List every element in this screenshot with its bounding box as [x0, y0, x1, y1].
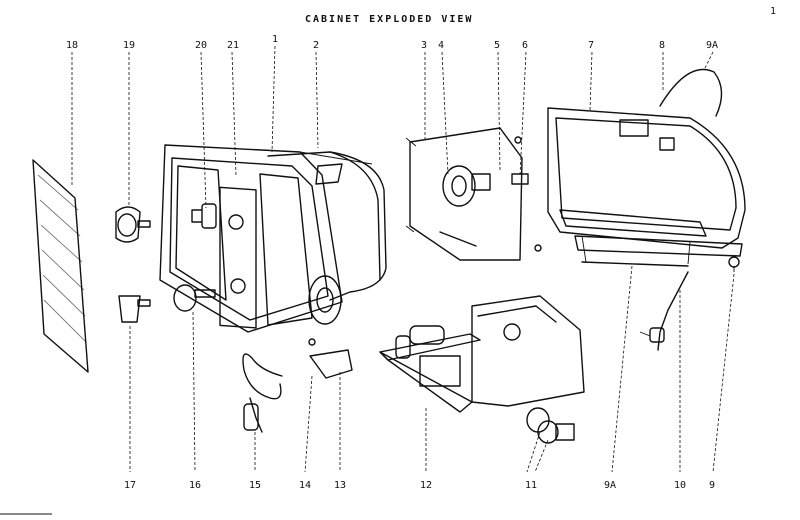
callout-17: 17 [124, 480, 136, 491]
tuner-knobs-part [526, 407, 575, 444]
callout-11: 11 [525, 480, 537, 491]
power-cord-part [242, 353, 283, 433]
callout-1: 1 [272, 34, 278, 45]
callout-10: 10 [674, 480, 686, 491]
callout-2: 2 [313, 40, 319, 51]
top-callout-labels: 18 19 20 21 1 2 3 4 5 6 7 8 9A [66, 34, 718, 51]
window-panel-part [32, 159, 89, 373]
callout-6: 6 [522, 40, 528, 51]
callout-18: 18 [66, 40, 78, 51]
callout-4: 4 [438, 40, 444, 51]
bottom-leader-lines [129, 265, 735, 473]
callout-3: 3 [421, 40, 427, 51]
main-chassis-part [379, 295, 585, 413]
knob-shaft-part [191, 203, 217, 229]
callout-9a-bottom: 9A [604, 480, 616, 491]
top-leader-lines [71, 45, 714, 209]
line-cord-part [639, 271, 689, 351]
callout-15: 15 [249, 480, 261, 491]
callout-5: 5 [494, 40, 500, 51]
callout-16: 16 [189, 480, 201, 491]
cabinet-front-part [159, 144, 387, 333]
callout-20: 20 [195, 40, 207, 51]
callout-9a-top: 9A [706, 40, 718, 51]
callout-7: 7 [588, 40, 594, 51]
callout-9: 9 [709, 480, 715, 491]
lower-knob-part [118, 295, 151, 323]
speaker-part [308, 275, 353, 379]
rear-cover-part [547, 68, 746, 267]
callout-14: 14 [299, 480, 311, 491]
fastener-part [728, 256, 740, 272]
bottom-callout-labels: 17 16 15 14 13 12 11 9A 10 9 [124, 480, 715, 491]
callout-12: 12 [420, 480, 432, 491]
upper-knob-part [115, 206, 151, 243]
chassis-panel-part [405, 127, 542, 261]
callout-19: 19 [123, 40, 135, 51]
page-number: 1 [770, 6, 776, 17]
callout-13: 13 [334, 480, 346, 491]
callout-21: 21 [227, 40, 239, 51]
callout-8: 8 [659, 40, 665, 51]
diagram-title: CABINET EXPLODED VIEW [305, 14, 473, 25]
